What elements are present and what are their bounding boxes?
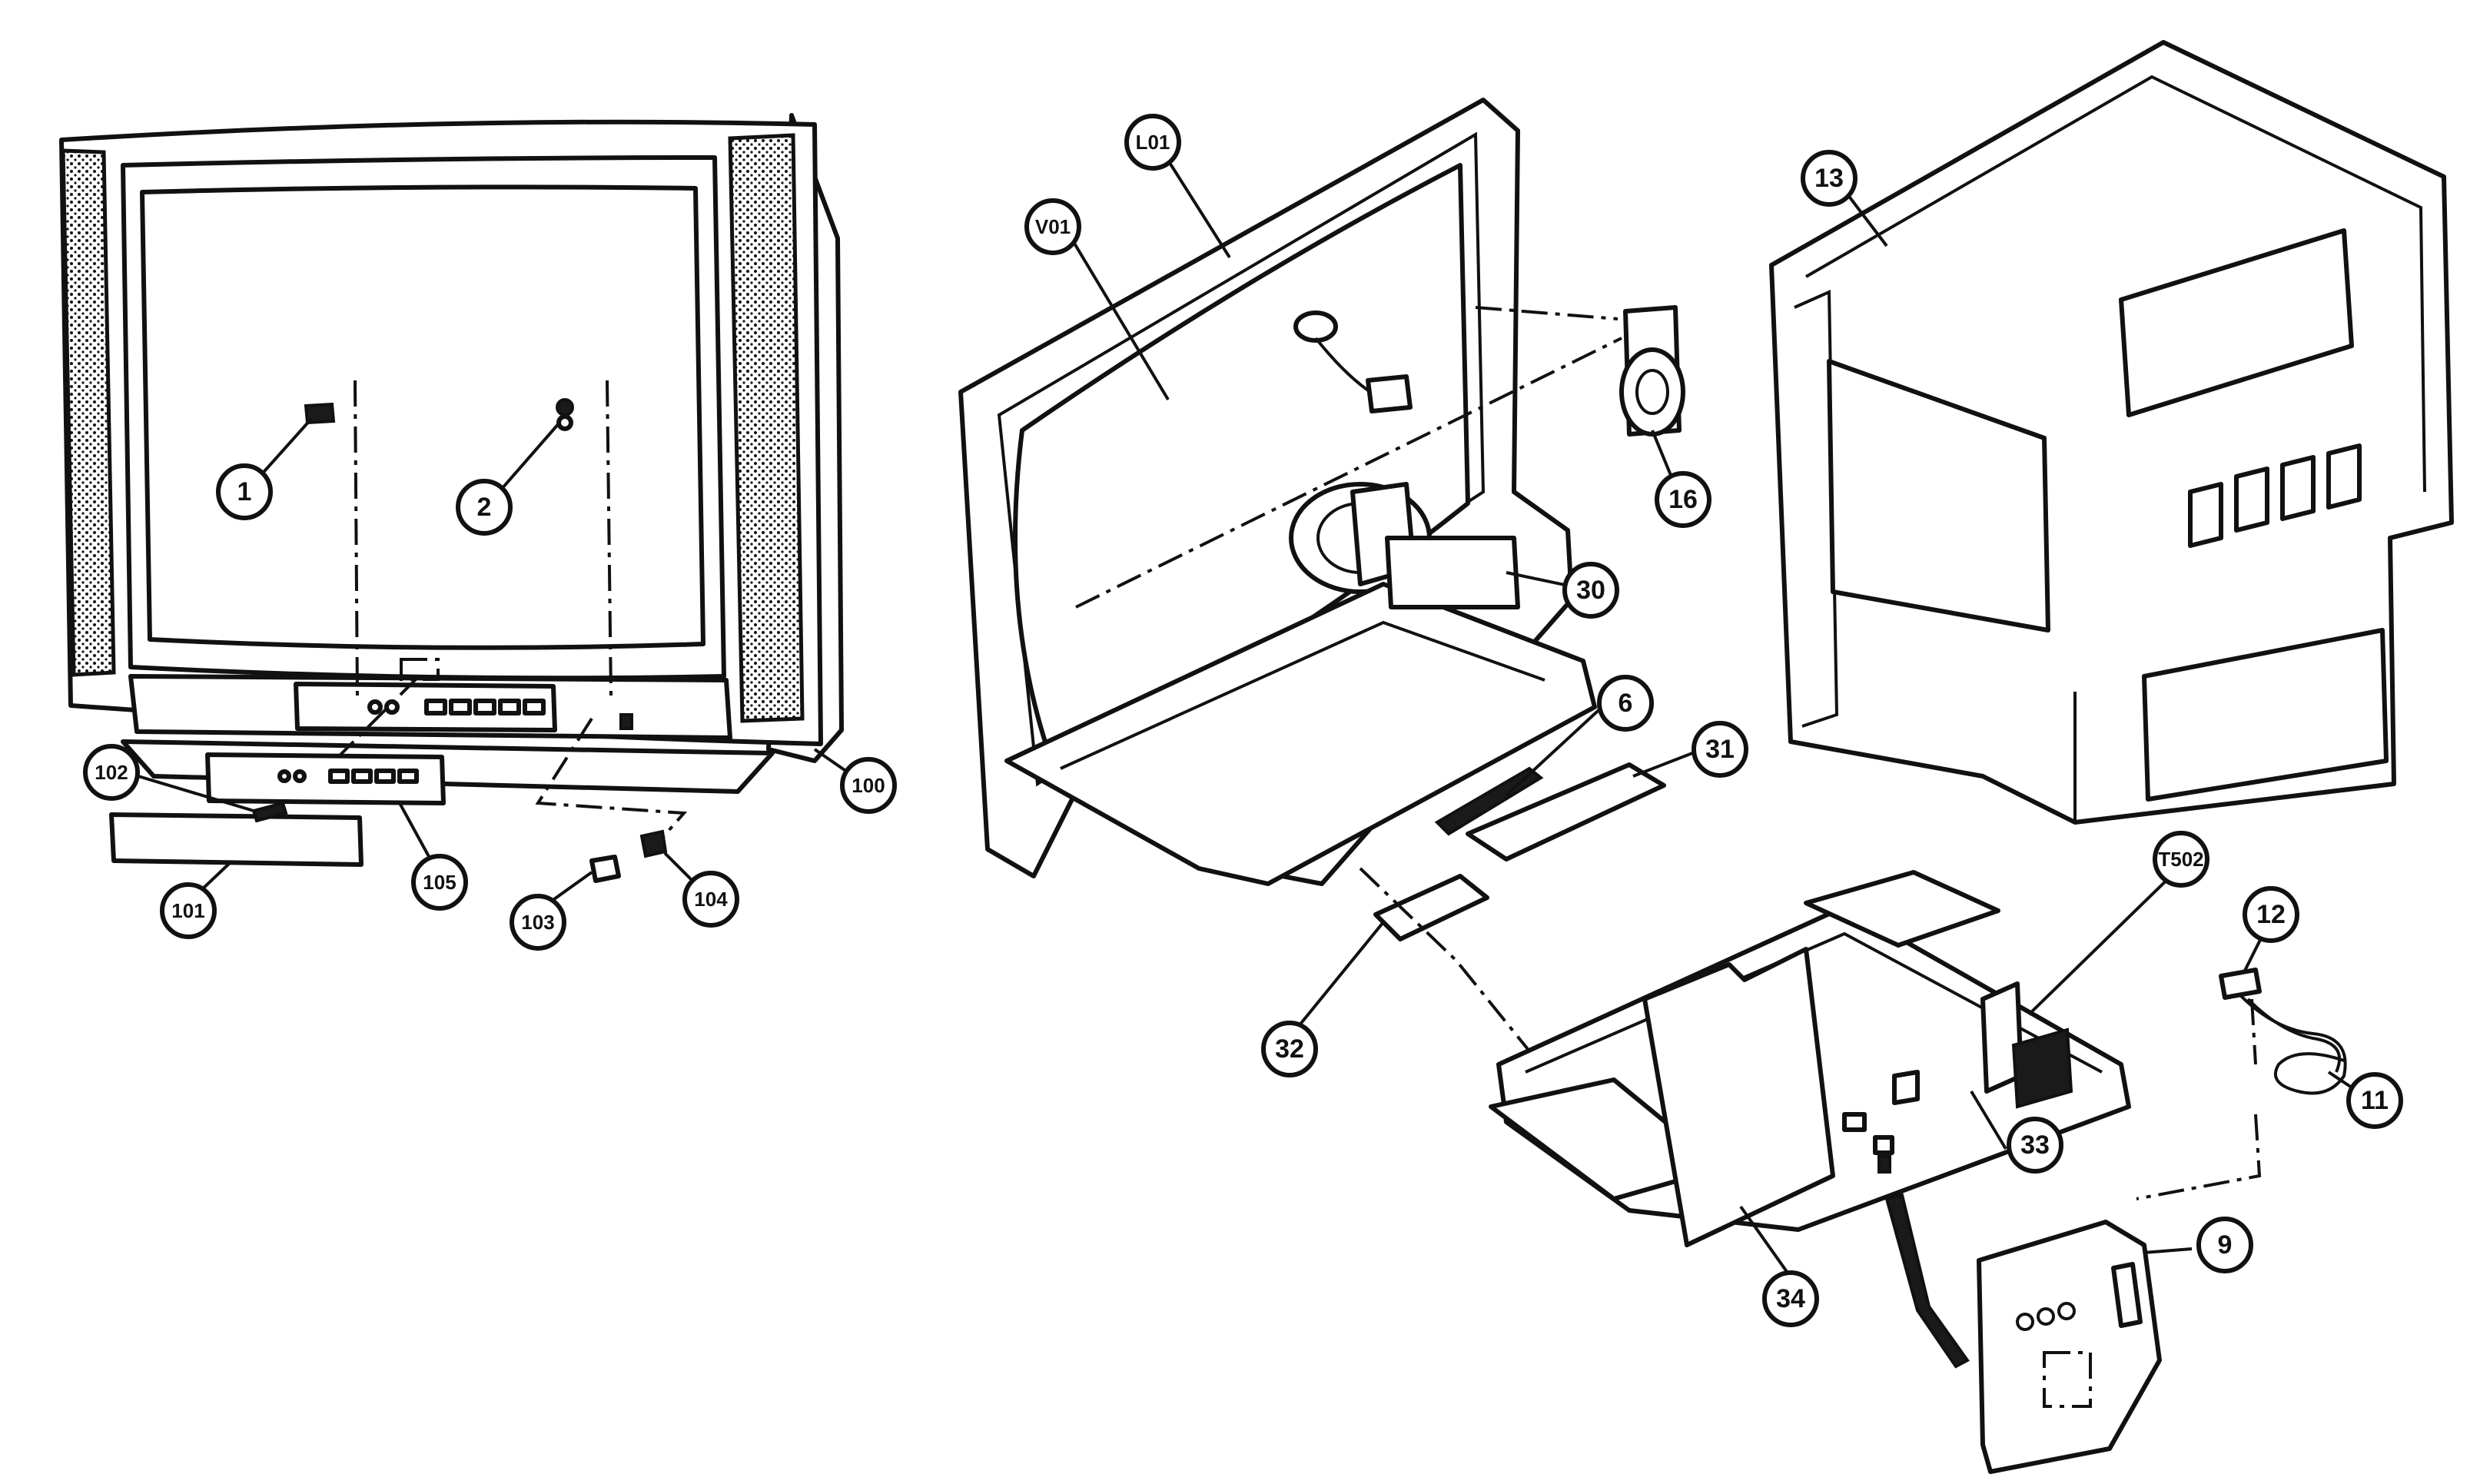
callout-103: 103 — [510, 894, 566, 951]
right-speaker-grille — [728, 133, 805, 723]
svg-text:101: 101 — [171, 899, 204, 922]
callout-6: 6 — [1597, 675, 1654, 732]
front-loose-parts — [109, 752, 668, 883]
svg-text:100: 100 — [852, 774, 885, 797]
svg-text:6: 6 — [1618, 689, 1633, 718]
spring-102 — [251, 801, 288, 823]
callout-l01: L01 — [1124, 114, 1181, 171]
spring-104 — [639, 829, 668, 858]
main-chassis — [1489, 870, 2131, 1369]
callout-13: 13 — [1801, 150, 1858, 207]
svg-text:L01: L01 — [1136, 131, 1170, 154]
svg-text:103: 103 — [521, 911, 554, 934]
callouts-layer: 1 2 100 102 105 101 103 104 — [83, 114, 2403, 1327]
door-101 — [109, 812, 364, 867]
callout-9: 9 — [2196, 1217, 2253, 1273]
svg-text:9: 9 — [2218, 1230, 2233, 1260]
svg-text:1: 1 — [237, 477, 252, 506]
callout-104: 104 — [682, 871, 739, 928]
svg-text:13: 13 — [1814, 164, 1844, 193]
back-cover — [1769, 40, 2454, 825]
callout-2: 2 — [456, 479, 513, 536]
svg-text:105: 105 — [423, 871, 456, 894]
svg-text:12: 12 — [2256, 900, 2286, 929]
shield-34 — [1642, 947, 1835, 1247]
board-9 — [1977, 1220, 2162, 1474]
svg-text:16: 16 — [1668, 485, 1698, 514]
callout-101: 101 — [160, 882, 217, 939]
callout-100: 100 — [840, 757, 897, 814]
callout-v01: V01 — [1024, 198, 1081, 255]
callout-105: 105 — [411, 854, 468, 911]
panel-105 — [205, 752, 446, 805]
svg-text:30: 30 — [1576, 576, 1605, 605]
svg-text:11: 11 — [2361, 1086, 2389, 1115]
callout-1: 1 — [216, 463, 273, 520]
left-speaker-grille — [61, 148, 116, 677]
svg-text:33: 33 — [2020, 1130, 2050, 1160]
callout-16: 16 — [1655, 471, 1711, 528]
svg-text:32: 32 — [1275, 1034, 1304, 1064]
svg-text:V01: V01 — [1035, 215, 1071, 238]
power-cord — [2136, 968, 2347, 1200]
callout-11: 11 — [2346, 1072, 2403, 1129]
callout-12: 12 — [2243, 886, 2299, 943]
callout-t502: T502 — [2153, 831, 2209, 888]
svg-text:31: 31 — [1705, 735, 1735, 764]
front-cabinet — [59, 113, 844, 858]
callout-34: 34 — [1762, 1270, 1819, 1327]
cabinet-front-shell — [958, 98, 1685, 1116]
knob-103 — [589, 855, 621, 883]
callout-102: 102 — [83, 744, 140, 801]
connector-6 — [1434, 766, 1544, 836]
svg-text:T502: T502 — [2158, 848, 2203, 871]
callout-31: 31 — [1692, 721, 1748, 778]
board-32 — [1373, 874, 1489, 941]
svg-text:2: 2 — [477, 493, 492, 522]
callout-30: 30 — [1562, 562, 1619, 619]
callout-32: 32 — [1261, 1021, 1318, 1077]
svg-text:34: 34 — [1776, 1284, 1805, 1313]
callout-33: 33 — [2007, 1117, 2063, 1174]
board-31 — [1466, 762, 1666, 862]
svg-text:104: 104 — [694, 888, 728, 911]
svg-text:102: 102 — [95, 761, 128, 784]
